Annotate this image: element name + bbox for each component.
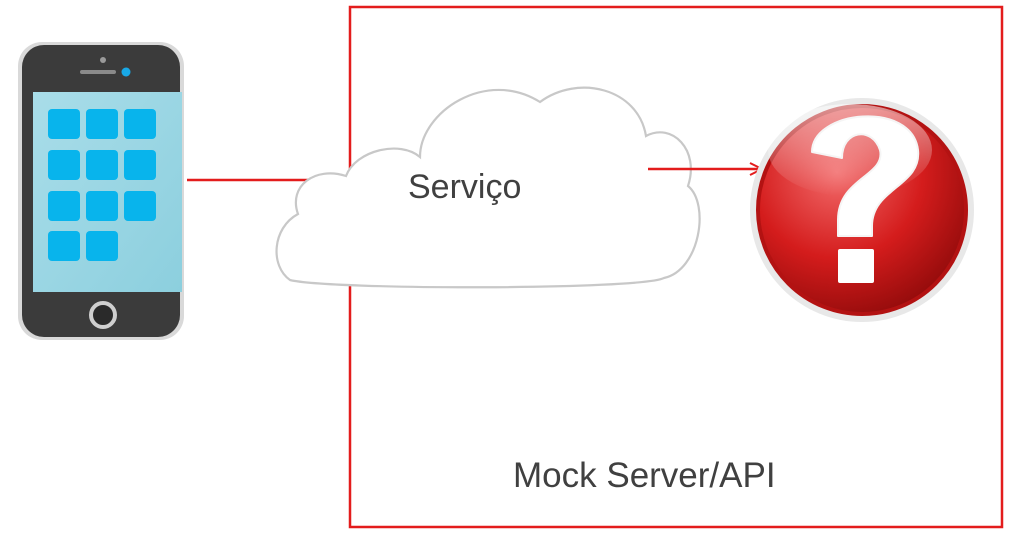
smartphone-icon xyxy=(18,42,184,340)
question-mark-icon xyxy=(750,98,974,322)
mock-server-label: Mock Server/API xyxy=(513,456,776,495)
service-label: Serviço xyxy=(408,168,522,206)
cloud-icon xyxy=(275,86,701,289)
